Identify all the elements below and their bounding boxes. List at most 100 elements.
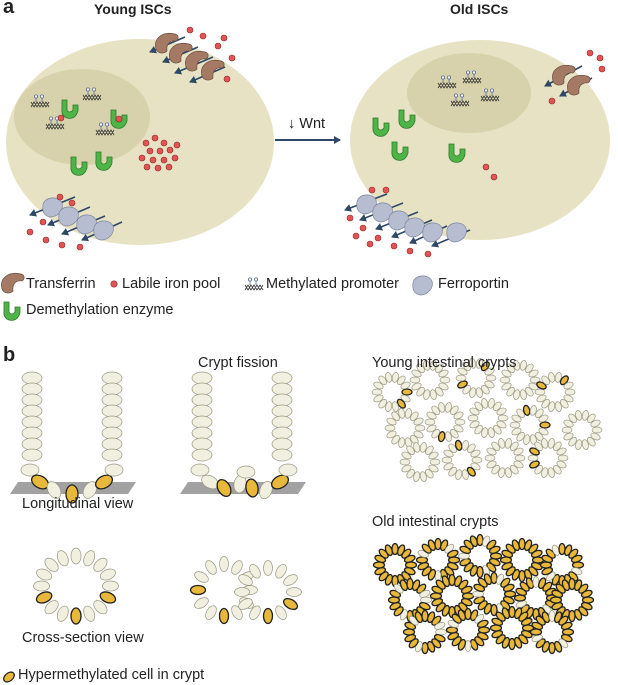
cross-section-crypt [33,547,119,625]
crypt-cell [547,438,555,449]
crypt-cell [556,460,567,469]
crypt-cell [21,437,43,451]
panel-b-letter: b [3,344,16,366]
demethylation-enzymes-young [57,99,128,176]
young-iscs-title: Young ISCs [94,1,172,17]
crypt-cell [56,605,69,622]
crypt-cell [513,447,524,456]
crypt-cell [491,441,500,451]
crypt-cell [485,374,497,382]
enzyme-legend-icon [3,301,21,321]
crypt-cell [509,421,521,429]
crypt-cell [444,431,452,442]
hypermethylated-cell [446,549,459,559]
crypt-cell [411,369,422,378]
young-crypt [467,398,509,438]
crypt-cell [271,382,293,396]
hypermethylated-cell [216,478,232,498]
crypt-cell [469,407,480,416]
crypt-cell [514,454,526,462]
crypt-cell [561,426,573,434]
crypt-cell [457,367,468,376]
crypt-cell [590,432,601,441]
crypt-cell [271,404,293,418]
longitudinal-view-label: Longitudinal view [22,496,134,512]
crypt-cell [513,389,521,400]
crypt-cell [535,408,544,418]
crypt-cell [409,376,421,384]
crypt-cell [411,382,422,391]
young-crypt [424,402,466,443]
crypt-cell [438,402,446,413]
crypt-cell [271,426,293,440]
crypt-cell [191,437,213,451]
legend-methylated-promoter: Methylated promoter [266,276,399,292]
hypermethylated-cell [94,474,114,490]
young-nucleus [14,69,150,165]
crypt-cell [21,371,43,385]
hypermethylated-cell [245,478,259,498]
crypt-cell [474,425,483,435]
crypt-cell [231,605,243,620]
crypt-cell [501,382,512,391]
hypermethylated-cell [469,638,479,651]
crypt-cell [426,411,437,420]
crypt-cell [462,361,471,371]
crypt-cell [428,451,439,460]
crypt-cell [536,394,547,403]
young-crypt [441,439,483,480]
crypt-cell [541,438,549,449]
crypt-cell [481,385,490,395]
crypt-cell [44,600,59,615]
crypt-cell [493,425,502,435]
ferroportin-icon [422,222,443,243]
ferroportin-old [344,186,471,258]
crypt-cell [93,557,108,572]
crypt-cell [82,481,98,499]
hypermethylated-cell [486,562,497,573]
crypt-cell [541,375,550,385]
crypt-cell [191,371,213,385]
young-crypt [509,404,551,445]
hypermethylated-cell [416,583,427,594]
crypt-cell [568,413,577,423]
crypt-cell [548,401,556,412]
crypt-cell [400,381,411,390]
crypt-cell [93,600,108,615]
hypermethylated-cell [282,597,299,611]
young-crypt [527,438,569,478]
crypt-cell [391,411,400,421]
crypt-cell [99,568,116,581]
crypt-cell [271,415,293,429]
crypt-cell [511,427,522,436]
crypt-cell [205,560,217,575]
crypt-cell [484,454,496,462]
crypt-cell [434,622,446,630]
crypt-cell [441,456,453,464]
crypt-cell [564,388,576,396]
methylated-promoter-legend-icon [244,277,264,291]
crypt-cell [21,404,43,418]
hypermethylated-cell [189,584,207,596]
crypt-cell [481,398,489,409]
crypt-cell [461,440,469,451]
crypt-cell [429,389,437,400]
crypt-cell [286,587,302,597]
crypt-cell [534,388,546,396]
old-crypt [472,571,517,617]
crypt-cell [413,442,421,453]
old-nucleus [407,53,531,133]
crypt-cell [191,404,213,418]
crypt-cell [487,427,495,438]
labile-iron-old [482,163,498,181]
crypt-cell [450,405,459,415]
crypt-cell [83,605,96,622]
crypt-cell [271,437,293,451]
crypt-cell [425,445,434,455]
crypt-cell [534,441,543,451]
crypt-cell [373,381,384,390]
crypt-cell [444,402,452,413]
crypt-cell [484,367,495,376]
crypt-cell [283,574,298,586]
